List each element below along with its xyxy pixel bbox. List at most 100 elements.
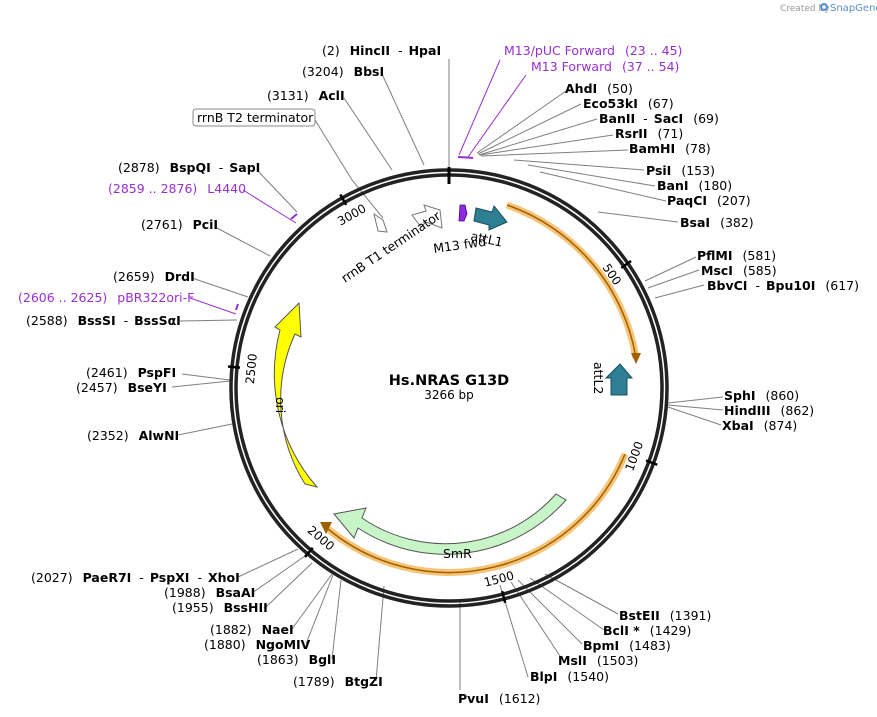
- site-pos: (3204): [302, 64, 344, 79]
- primer-name: L4440: [207, 181, 246, 196]
- leader-ngomiv: [305, 574, 334, 645]
- site-drdi[interactable]: (2659) DrdI: [113, 269, 195, 284]
- primer-m13f[interactable]: M13 Forward(37 .. 54): [531, 59, 679, 74]
- site-name: BspQI: [170, 160, 211, 175]
- site-sphi[interactable]: SphI(860): [724, 388, 799, 403]
- site-pos: (2588): [26, 313, 68, 328]
- site-bsai[interactable]: BsaI(382): [680, 215, 754, 230]
- site-bbvci[interactable]: BbvCI-Bpu10I(617): [707, 278, 859, 293]
- site-name: BbsI: [354, 64, 385, 79]
- site-bcli[interactable]: BclI *(1429): [603, 623, 691, 638]
- site-name2: HpaI: [409, 43, 442, 58]
- rrnb-t1-arrow: [411, 204, 443, 229]
- site-bseyi[interactable]: (2457)BseYI: [76, 380, 167, 395]
- site-name: PvuI: [458, 691, 489, 706]
- site-name: PaqCI: [667, 193, 707, 208]
- site-msci[interactable]: MscI(585): [701, 263, 777, 278]
- site-alwni[interactable]: (2352)AlwNI: [87, 428, 179, 443]
- leader-bgli: [331, 579, 342, 660]
- svg-text:BanII-SacI(69): BanII-SacI(69): [599, 111, 719, 126]
- site-paqci[interactable]: PaqCI(207): [667, 193, 751, 208]
- site-name: AhdI: [565, 81, 597, 96]
- primer-l4440[interactable]: (2859 .. 2876) L4440: [108, 181, 246, 196]
- site-rsrii[interactable]: RsrII(71): [615, 126, 683, 141]
- site-bamhi[interactable]: BamHI(78): [629, 141, 711, 156]
- site-pvui[interactable]: PvuI(1612): [458, 691, 540, 706]
- site-pos: (2878): [118, 160, 160, 175]
- site-name: BtgZI: [345, 674, 383, 689]
- site-name: BssHII: [224, 600, 268, 615]
- site-bsteii[interactable]: BstEII(1391): [619, 608, 711, 623]
- site-name: BanII: [599, 111, 635, 126]
- tick-label-2500: 2500: [243, 353, 260, 385]
- site-name: BglI: [309, 652, 336, 667]
- primer-name: pBR322ori-F: [117, 290, 194, 305]
- svg-text:PsiI(153): PsiI(153): [646, 163, 715, 178]
- primer-m13puc[interactable]: M13/pUC Forward(23 .. 45): [504, 43, 682, 58]
- primer-pbr322[interactable]: (2606 .. 2625)pBR322ori-F: [18, 290, 194, 305]
- svg-text:(2461)PspFI: (2461)PspFI: [86, 365, 176, 380]
- site-bspqi[interactable]: (2878)BspQI-SapI: [118, 160, 260, 175]
- site-btgzi[interactable]: (1789)BtgZI: [293, 674, 383, 689]
- site-name: DrdI: [165, 269, 195, 284]
- credit-brand: SnapGene: [830, 3, 877, 14]
- primer-range: (2859 .. 2876): [108, 181, 197, 196]
- leader-banii: [478, 118, 598, 156]
- leader-bsssi: [179, 319, 238, 322]
- svg-text:RsrII(71): RsrII(71): [615, 126, 683, 141]
- site-bani[interactable]: BanI(180): [657, 178, 732, 193]
- site-bgli[interactable]: (1863)BglI: [257, 652, 336, 667]
- site-pos: (382): [720, 215, 754, 230]
- primer-name: M13/pUC Forward: [504, 43, 615, 58]
- site-pos: (1880): [204, 637, 246, 652]
- site-ahdi[interactable]: AhdI(50): [565, 81, 633, 96]
- leader-pcii: [214, 226, 271, 257]
- site-pflmi[interactable]: PflMI(581): [697, 248, 776, 263]
- site-psii[interactable]: PsiI(153): [646, 163, 715, 178]
- site-banii[interactable]: BanII-SacI(69): [599, 111, 719, 126]
- site-pos: (2659): [113, 269, 155, 284]
- attl1-arrow: [473, 204, 508, 231]
- svg-text:XbaI(874): XbaI(874): [722, 418, 797, 433]
- site-name: PsiI: [646, 163, 671, 178]
- svg-text:(1955)BssHII: (1955)BssHII: [172, 600, 268, 615]
- site-paer7i[interactable]: (2027)PaeR7I-PspXI-XhoI: [31, 570, 240, 585]
- site-eco53ki[interactable]: Eco53kI(67): [583, 96, 674, 111]
- site-pos: (1429): [650, 623, 692, 638]
- site-bpmi[interactable]: BpmI(1483): [583, 638, 671, 653]
- leader-bbsi: [381, 73, 425, 166]
- site-pos: (3131): [267, 88, 309, 103]
- site-blpi[interactable]: BlpI(1540): [530, 669, 609, 684]
- svg-text:BlpI(1540): BlpI(1540): [530, 669, 609, 684]
- site-xbai[interactable]: XbaI(874): [722, 418, 797, 433]
- leader-pbr322: [189, 297, 237, 315]
- svg-text:MslI(1503): MslI(1503): [558, 653, 638, 668]
- smr-label: SmR: [443, 546, 472, 561]
- site-pspfi[interactable]: (2461)PspFI: [86, 365, 176, 380]
- primer-range: (37 .. 54): [622, 59, 679, 74]
- site-pos: (2352): [87, 428, 129, 443]
- ori-label: ori: [273, 397, 288, 413]
- site-pos: (1882): [210, 622, 252, 637]
- site-name: MscI: [701, 263, 733, 278]
- plasmid-length: 3266 bp: [424, 388, 474, 402]
- site-bsssi[interactable]: (2588)BssSI-BssSαI: [26, 313, 181, 328]
- site-ngomiv[interactable]: (1880)NgoMIV: [204, 637, 311, 652]
- site-acli[interactable]: (3131)AclI: [267, 88, 345, 103]
- site-bbsi[interactable]: (3204) BbsI: [302, 64, 384, 79]
- site-hincii[interactable]: (2)HincII-HpaI: [322, 43, 441, 58]
- site-name2: PspXI: [150, 570, 190, 585]
- site-name2: SacI: [654, 111, 684, 126]
- leader-bseyi: [171, 380, 231, 388]
- site-hindiii[interactable]: HindIII(862): [724, 403, 814, 418]
- site-bsshii[interactable]: (1955)BssHII: [172, 600, 268, 615]
- attl2-label: attL2: [591, 362, 606, 394]
- site-bsaai[interactable]: (1988)BsaAI: [164, 585, 255, 600]
- site-pcii[interactable]: (2761)PciI: [141, 217, 218, 232]
- svg-text:(1880)NgoMIV: (1880)NgoMIV: [204, 637, 311, 652]
- svg-text:PflMI(581): PflMI(581): [697, 248, 776, 263]
- site-pos: (862): [781, 403, 815, 418]
- site-naei[interactable]: (1882)NaeI: [210, 622, 294, 637]
- site-msli[interactable]: MslI(1503): [558, 653, 638, 668]
